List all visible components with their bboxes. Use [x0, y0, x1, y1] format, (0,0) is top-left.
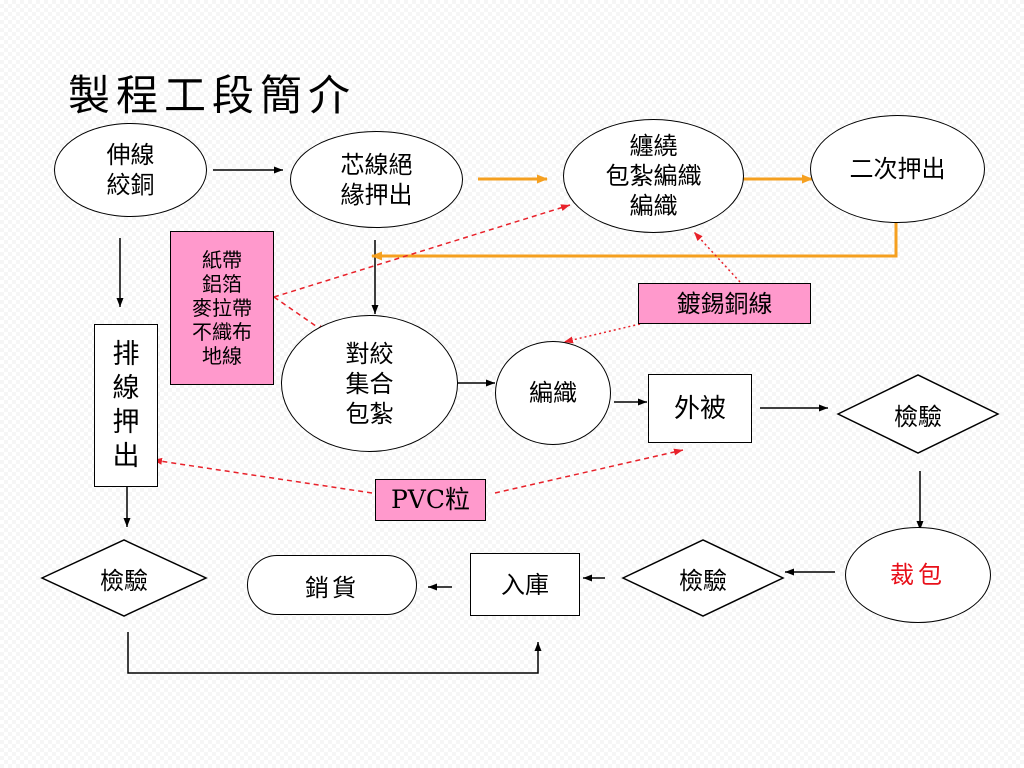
- core-insulation-extrusion-node: 芯線絕 緣押出: [290, 131, 463, 228]
- inspection-left-diamond: [40, 539, 208, 617]
- inspection-right-label: 檢驗: [894, 402, 942, 431]
- secondary-extrusion-node: 二次押出: [810, 115, 985, 223]
- dotted-tinned-to-wrap: [693, 231, 741, 283]
- braiding-node: 編織: [495, 341, 611, 445]
- arrow-secondary-return: [371, 222, 898, 261]
- tinned-copper-wire-box: 鍍錫銅線: [638, 283, 811, 324]
- cut-pack-node: 裁包: [845, 527, 991, 623]
- dashed-pvc-to-jacket: [494, 448, 684, 494]
- materials-box: 紙帶 鋁箔 麥拉帶 不織布 地線: [170, 231, 274, 385]
- page-title: 製程工段簡介: [68, 71, 357, 120]
- jacket-box: 外被: [648, 374, 752, 443]
- dotted-tinned-to-braiding: [563, 323, 641, 344]
- inspection-right-diamond: [836, 374, 1000, 454]
- wrap-braid-node: 纏繞 包紮編織 編織: [563, 119, 744, 233]
- row-extrusion-box: 排 線 押 出: [94, 324, 158, 487]
- arrow-inspection-to-warehouse-loop: [127, 632, 542, 674]
- dashed-materials-to-twist: [273, 296, 327, 334]
- dashed-materials-to-wrap: [273, 204, 571, 298]
- inspection-bottom-label: 檢驗: [679, 566, 727, 595]
- warehousing-box: 入庫: [470, 553, 580, 616]
- stretch-stranding-node: 伸線 絞銅: [54, 123, 207, 217]
- inspection-bottom-diamond: [621, 539, 785, 617]
- twist-assemble-wrap-node: 對絞 集合 包紮: [281, 315, 458, 452]
- sales-node: 銷貨: [247, 555, 417, 615]
- pvc-pellets-box: PVC粒: [375, 479, 486, 521]
- inspection-left-label: 檢驗: [100, 566, 148, 595]
- dashed-pvc-to-row-extrusion: [152, 457, 373, 494]
